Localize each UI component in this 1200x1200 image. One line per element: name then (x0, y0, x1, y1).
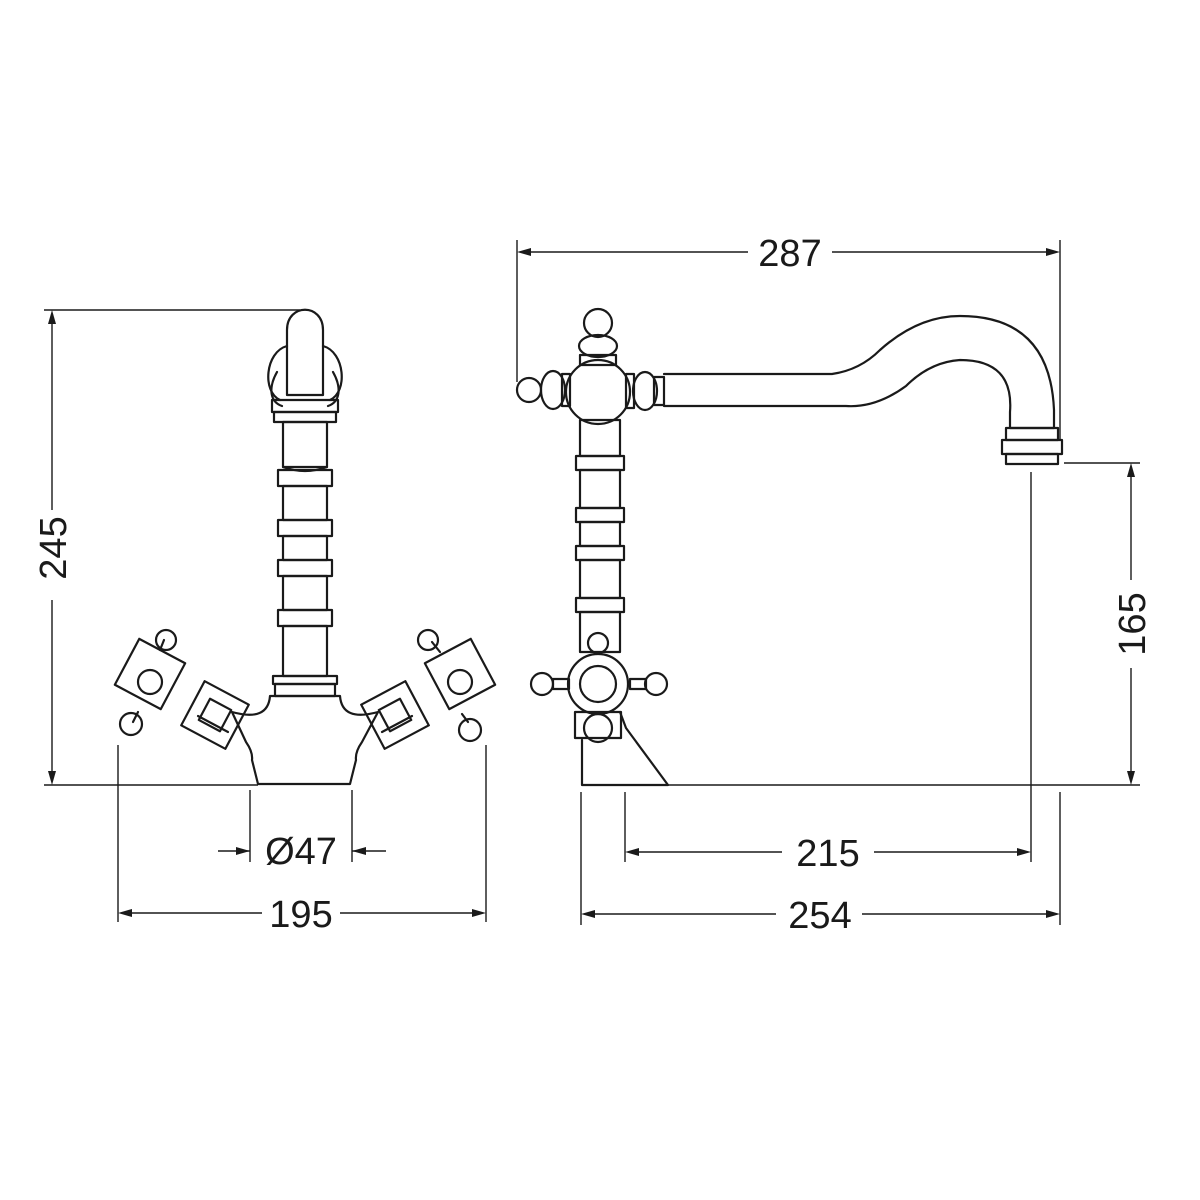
dim-label-165: 165 (1112, 592, 1154, 655)
front-right-valve (360, 628, 497, 750)
dim-side-reach: 215 (624, 472, 1032, 875)
dim-front-height: 245 (33, 309, 300, 786)
dim-label-47: Ø47 (265, 831, 337, 873)
dim-label-287: 287 (758, 233, 821, 275)
side-spout-outlet (1000, 426, 1064, 466)
dim-front-width: 195 (117, 745, 487, 936)
side-view: 287 165 215 (515, 233, 1154, 937)
side-spout (662, 314, 1056, 430)
dim-label-215: 215 (796, 833, 859, 875)
dim-side-length: 287 (516, 233, 1061, 440)
front-spout-top (267, 308, 343, 408)
dim-label-195: 195 (269, 894, 332, 936)
dim-label-245: 245 (33, 516, 75, 579)
side-top-finial (515, 307, 666, 426)
dim-side-spout-height: 165 (668, 462, 1154, 786)
dim-side-base-length: 254 (580, 792, 1061, 937)
front-left-valve (113, 628, 250, 750)
front-column (270, 398, 340, 698)
dim-front-base-diameter: Ø47 (218, 790, 386, 873)
front-base-body (230, 694, 380, 786)
front-view: 245 Ø47 195 (33, 308, 497, 936)
side-column (574, 418, 626, 654)
side-cross-handle (529, 631, 669, 744)
dim-label-254: 254 (788, 895, 851, 937)
side-base (580, 710, 670, 787)
